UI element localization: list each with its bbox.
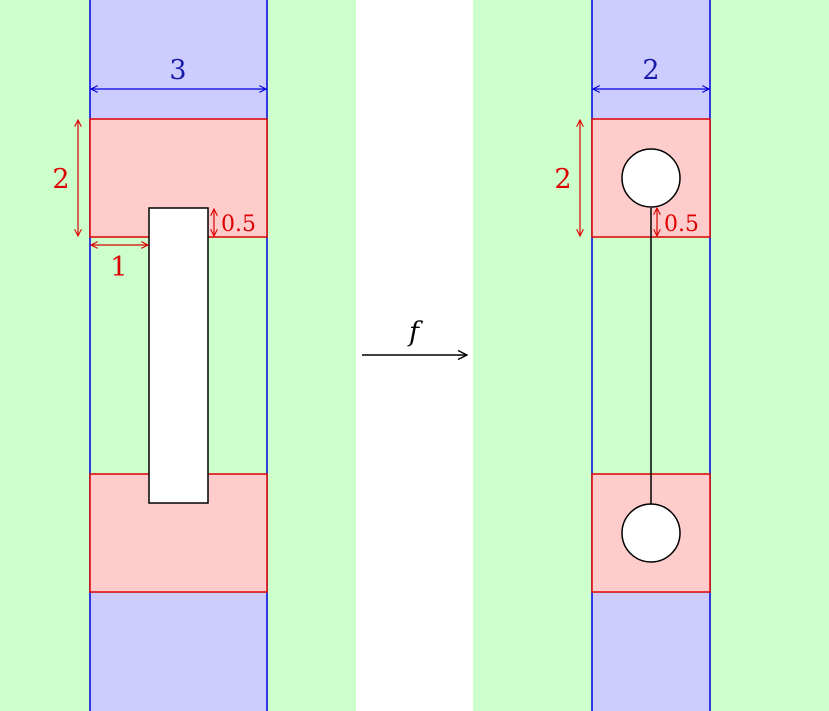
- left-overlap-label: 0.5: [221, 212, 256, 237]
- left-width-label: 3: [169, 55, 186, 86]
- left-top-strip: [90, 0, 267, 119]
- right-bottom-circle: [621, 503, 681, 563]
- left-bottom-strip: [90, 592, 267, 711]
- left-offset-label: 1: [110, 252, 127, 283]
- left-panel: 3 2 1 0.5: [0, 0, 356, 711]
- left-height-label: 2: [52, 164, 69, 195]
- right-gap-label: 0.5: [664, 212, 699, 237]
- right-top-strip: [592, 0, 710, 119]
- right-panel: 2 2 0.5: [473, 0, 829, 711]
- map-arrow-label: f: [407, 317, 423, 348]
- right-bottom-strip: [592, 592, 710, 711]
- left-connector-bar: [148, 207, 209, 504]
- map-arrow-group: f: [362, 317, 467, 355]
- right-top-circle: [621, 148, 681, 208]
- right-width-label: 2: [642, 55, 659, 86]
- right-height-label: 2: [554, 164, 571, 195]
